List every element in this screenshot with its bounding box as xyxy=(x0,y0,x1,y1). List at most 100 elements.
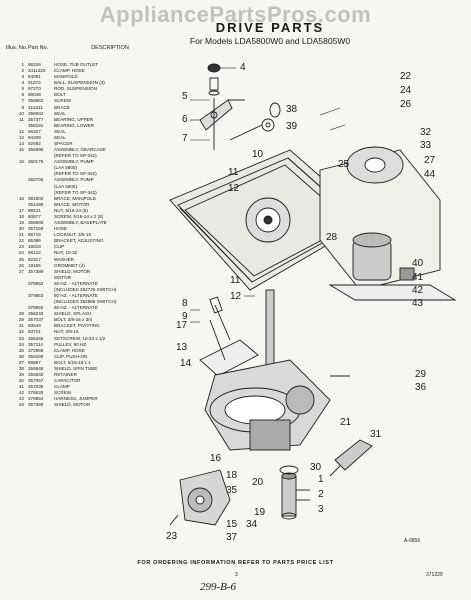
part-no-cell: 356248 xyxy=(28,311,44,317)
parts-table-header: Illus. No. Part No. DESCRIPTION xyxy=(6,45,166,52)
parts-row: 2 3411325 CLAMP, HOSE xyxy=(6,68,166,74)
description-cell: NUT, 10-32 xyxy=(54,250,78,256)
illus-no-cell: 4 xyxy=(21,80,24,86)
description-cell: SEAL xyxy=(54,128,66,134)
illus-no-cell: 18 xyxy=(18,213,24,219)
part-no-cell: 96531 xyxy=(28,207,41,213)
part-no-cell: 90877 xyxy=(28,213,41,219)
ordering-footer: FOR ORDERING INFORMATION REFER TO PARTS … xyxy=(137,560,334,566)
description-cell: HOSE xyxy=(54,226,68,232)
parts-row: MOTOR xyxy=(6,275,166,281)
part-no-cell: 356181 xyxy=(28,122,44,128)
callout-33: 33 xyxy=(420,140,432,151)
description-cell: MANIFOLD xyxy=(54,74,78,80)
description-cell: CAPACITOR xyxy=(54,378,81,384)
callout-15: 15 xyxy=(226,519,238,530)
callout-39: 39 xyxy=(286,121,298,132)
illus-no-cell: 15 xyxy=(18,159,24,165)
part-no-cell: 357036 xyxy=(28,384,44,390)
part-no-cell: 356346 xyxy=(28,335,44,341)
part-no-cell: 92317 xyxy=(28,256,41,262)
handwritten-note: 299-B-6 xyxy=(200,581,237,593)
description-cell: MOTOR xyxy=(54,274,72,280)
part-no-cell: 391802 xyxy=(28,195,44,201)
page-title: DRIVE PARTS xyxy=(215,20,325,35)
part-no-cell: 84091 xyxy=(28,74,41,80)
part-no-cell: 372858 xyxy=(28,347,44,353)
callout-4: 4 xyxy=(240,62,246,73)
part-no-cell: 3411325 xyxy=(28,68,46,74)
description-cell: WASHER xyxy=(54,256,74,262)
description-cell: SCREW xyxy=(54,390,72,396)
description-cell: SHIELD, SPLASH xyxy=(54,311,92,317)
parts-row: (REFER TO SP-342) xyxy=(6,153,166,159)
part-no-cell: 379854 xyxy=(28,396,44,402)
document-number: 371229 xyxy=(426,572,443,578)
parts-row: (INCLUDES 362886 SWITCH) xyxy=(6,299,166,305)
callout-44: 44 xyxy=(424,169,436,180)
callout-35: 35 xyxy=(226,485,238,496)
motor-drawing xyxy=(319,146,457,301)
callout-43: 43 xyxy=(412,298,424,309)
description-cell: ASSEMBLY, GEARCASE xyxy=(54,147,106,153)
parts-row: 379852 60 HZ. - ALTERNATE xyxy=(6,281,166,287)
callout-36: 36 xyxy=(415,382,427,393)
callout-34: 34 xyxy=(246,519,258,530)
part-no-cell: 356934 xyxy=(28,110,44,116)
callout-24: 24 xyxy=(400,85,412,96)
part-no-cell: 351495 xyxy=(28,201,44,207)
illus-no-cell: 44 xyxy=(18,402,24,408)
part-no-cell: 356848 xyxy=(28,365,44,371)
part-no-cell: 278628 xyxy=(28,390,44,396)
description-cell: CLAMP, HOSE xyxy=(54,68,85,74)
illus-no-cell: 5 xyxy=(21,86,24,92)
callout-12-lower: 12 xyxy=(230,291,242,302)
illus-no-cell: 22 xyxy=(18,238,24,244)
description-cell: SPACER xyxy=(54,141,73,147)
callout-14: 14 xyxy=(180,358,192,369)
part-no-cell: 356840 xyxy=(28,371,44,377)
illus-no-cell: 39 xyxy=(18,371,24,377)
part-no-cell: 357037 xyxy=(28,317,44,323)
description-cell: NUT, 3/8-16 xyxy=(54,329,79,335)
pump-drawing xyxy=(169,465,310,526)
callout-25: 25 xyxy=(338,159,350,170)
callout-31: 31 xyxy=(370,429,382,440)
illus-no-cell: 34 xyxy=(18,341,24,347)
description-cell: CLIP xyxy=(54,244,65,250)
illus-no-cell: 19 xyxy=(18,220,24,226)
part-no-cell: 357389 xyxy=(28,268,44,274)
description-cell: BOLT xyxy=(54,92,66,98)
illus-no-cell: 2 xyxy=(21,68,24,74)
callout-40: 40 xyxy=(412,258,424,269)
description-cell: ASSEMBLY, BASEPLATE xyxy=(54,220,107,226)
description-cell: 60 HZ. - ALTERNATE xyxy=(54,280,98,286)
description-cell: ROD, SUSPENSION xyxy=(54,86,97,92)
part-no-cell: 19155 xyxy=(28,262,41,268)
description-cell: BRACKET, ADJUSTING xyxy=(54,238,104,244)
illus-no-cell: 40 xyxy=(18,378,24,384)
description-cell: SEAL xyxy=(54,134,66,140)
part-no-cell: 93721 xyxy=(28,329,41,335)
parts-row: (REFER TO SP-342) xyxy=(6,190,166,196)
callout-30: 30 xyxy=(310,462,322,473)
part-no-cell: 379852 xyxy=(28,280,44,286)
illus-no-cell: 38 xyxy=(18,365,24,371)
description-cell: HARNESS, JUMPER xyxy=(54,396,98,402)
